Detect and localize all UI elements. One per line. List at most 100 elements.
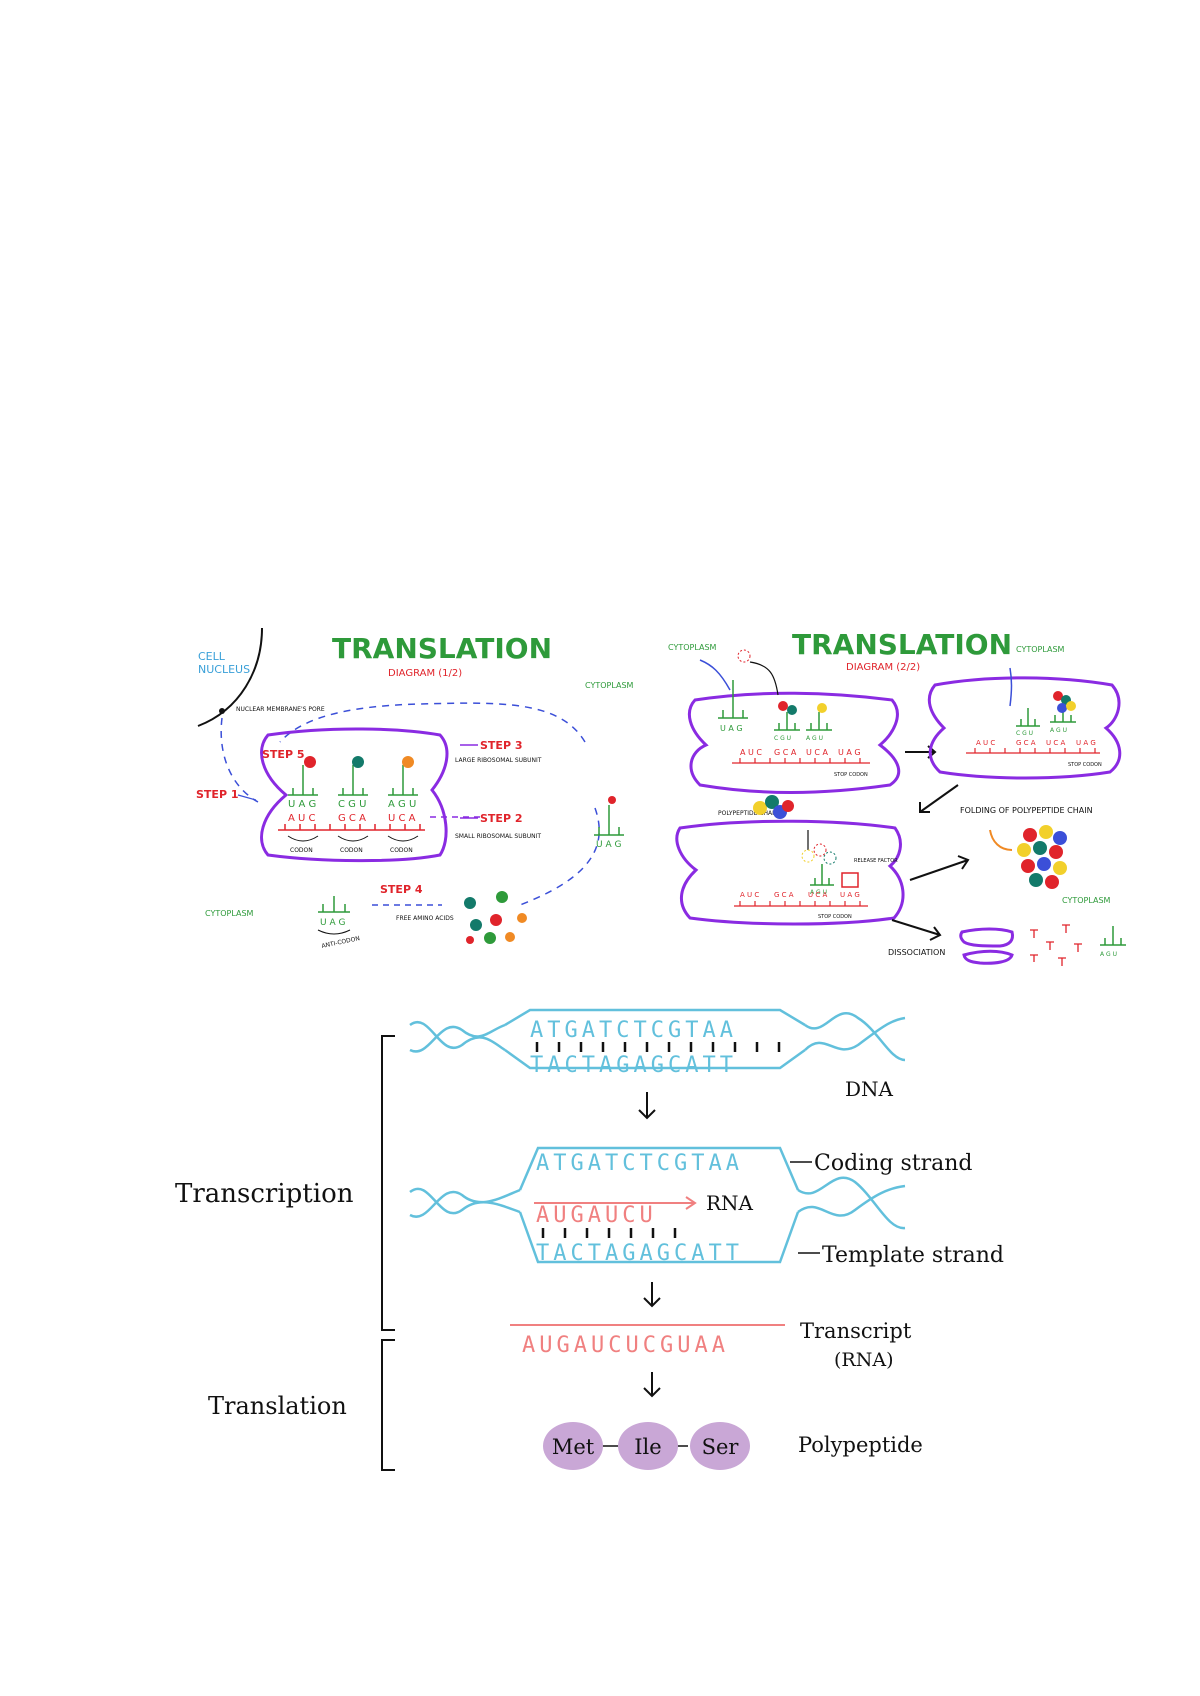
- panel1-trna-1-anticodon: U A G: [720, 724, 743, 733]
- arrow-down-2: [643, 1282, 661, 1308]
- free-trna-left: [318, 896, 350, 913]
- translation-label: Translation: [208, 1392, 347, 1420]
- free-aa-1: [464, 897, 476, 909]
- diagram1-subtitle: DIAGRAM (1/2): [388, 668, 462, 679]
- ribosome-panel-2: [927, 676, 1122, 780]
- panel3-mrna-1: A U C: [740, 891, 759, 899]
- panel1-trna-1: [718, 680, 748, 719]
- translation-diagram-1: CELL NUCLEUS NUCLEAR MEMBRANE'S PORE TRA…: [196, 627, 634, 950]
- small-subunit-label: SMALL RIBOSOMAL SUBUNIT: [455, 833, 541, 840]
- nucleus-membrane: [197, 627, 263, 727]
- chain-aa-2: [765, 795, 779, 809]
- cycle-arrow-top: [279, 702, 586, 743]
- rna-label: RNA: [706, 1191, 754, 1215]
- panel2-trna-2-anticodon: A G U: [1050, 727, 1067, 734]
- panel1-exit-arrow: [699, 659, 731, 691]
- amino-acid-met: [543, 1422, 603, 1470]
- panel2-mrna-4: U A G: [1076, 739, 1096, 747]
- free-aa-5: [517, 913, 527, 923]
- free-aa-4: [490, 914, 502, 926]
- dna-label: DNA: [845, 1077, 894, 1101]
- panel3-mrna-strand: [734, 901, 868, 907]
- panel3-mrna-2: G C A: [774, 891, 794, 899]
- panel2-mrna-strand: [966, 748, 1100, 754]
- ribosome-panel-1: [687, 691, 901, 794]
- step5-label: STEP 5: [262, 748, 305, 761]
- panel1-mrna-3: U C A: [806, 748, 829, 757]
- free-aa-7: [484, 932, 496, 944]
- codon-label-1: CODON: [290, 847, 313, 854]
- step1-label: STEP 1: [196, 788, 239, 801]
- step1-arrow: [237, 794, 257, 801]
- arrow-panel2-to-panel3: [919, 784, 959, 813]
- polypeptide-chain-label: POLYPEPTIDE CHAIN: [718, 810, 778, 817]
- free-aa-2: [496, 891, 508, 903]
- panel3-empty-3: [823, 851, 837, 865]
- panel3-mrna-4: U A G: [840, 891, 860, 899]
- folded-protein: [1017, 825, 1067, 889]
- anti-codon-label: ANTI-CODON: [321, 935, 361, 950]
- rna-template-pairs: [541, 1228, 677, 1238]
- dissociated-large-subunit: [959, 927, 1014, 948]
- folding-orange-arrow: [989, 829, 1013, 851]
- trna-anticodon-2: C G U: [338, 799, 366, 810]
- transcript-seq: AUGAUCUCGUAA: [522, 1333, 729, 1358]
- dna-top-coding-seq: ATGATCTCGTAA: [530, 1018, 737, 1043]
- release-factor-label: RELEASE FACTOR: [854, 858, 898, 864]
- free-trna-left-anticodon: U A G: [320, 918, 345, 928]
- translation-bracket: [381, 1339, 395, 1471]
- mrna-codon-2: G C A: [338, 813, 366, 824]
- cell-nucleus-label-1: CELL: [198, 650, 226, 663]
- panel2-aa-red: [1053, 691, 1063, 701]
- panel3-trna-anticodon: A G U: [810, 889, 827, 896]
- diagram1-title: TRANSLATION: [332, 632, 552, 665]
- transcript-label-2: (RNA): [834, 1349, 893, 1371]
- large-subunit-label: LARGE RIBOSOMAL SUBUNIT: [455, 757, 542, 764]
- panel1-mrna-2: G C A: [774, 748, 797, 757]
- panel2-mrna-2: G C A: [1016, 739, 1036, 747]
- transcription-bubble: [409, 1146, 906, 1264]
- rna-partial-seq: AUGAUCU: [536, 1203, 657, 1228]
- ribosome-body: [260, 727, 449, 863]
- panel1-aa-red: [778, 701, 788, 711]
- panel3-empty-2: [813, 843, 827, 857]
- cytoplasm-2-label-3: CYTOPLASM: [1062, 896, 1111, 905]
- dna-top-base-pairs: [535, 1042, 781, 1052]
- codon-label-3: CODON: [390, 847, 413, 854]
- transcript-label-1: Transcript: [800, 1319, 912, 1343]
- folding-label: FOLDING OF POLYPEPTIDE CHAIN: [960, 806, 1093, 815]
- free-trna-right: [594, 805, 624, 836]
- panel2-mrna-1: A U C: [976, 739, 995, 747]
- free-aa-6: [466, 936, 474, 944]
- panel1-aa-teal: [787, 705, 797, 715]
- translation-diagram-2: TRANSLATION DIAGRAM (2/2) CYTOPLASM CYTO…: [668, 628, 1126, 966]
- transcription-translation-diagram: Transcription Translation ATGATCTCGTAA T…: [175, 1008, 1004, 1471]
- dissociated-small-subunit: [962, 949, 1014, 965]
- trna-anticodon-1: U A G: [288, 799, 316, 810]
- dissociated-trna-anticodon: A G U: [1100, 951, 1117, 958]
- polypeptide-label: Polypeptide: [798, 1433, 923, 1457]
- panel1-mrna-1: A U C: [740, 748, 762, 757]
- mrna-strand: [278, 824, 425, 831]
- coding-strand-seq: ATGATCTCGTAA: [536, 1151, 743, 1176]
- amino-acid-ser-label: Ser: [702, 1435, 740, 1459]
- panel2-aa-yellow: [1066, 701, 1076, 711]
- nuclear-pore-label: NUCLEAR MEMBRANE'S PORE: [236, 706, 325, 713]
- cell-nucleus-label-2: NUCLEUS: [198, 663, 250, 676]
- dissociated-trna: [1100, 926, 1126, 946]
- panel1-trna-2-anticodon: C G U: [774, 735, 791, 742]
- panel1-trna-2: [774, 712, 800, 731]
- amino-acid-ile-label: Ile: [634, 1435, 661, 1459]
- panel3-empty-1: [801, 849, 815, 863]
- cytoplasm-label-bottom: CYTOPLASM: [205, 909, 254, 918]
- codon-braces: [287, 835, 419, 842]
- arrow-to-folding: [909, 855, 970, 881]
- scattered-mrna: [1030, 924, 1082, 966]
- template-strand-label: Template strand: [822, 1243, 1004, 1268]
- dissociation-label: DISSOCIATION: [888, 948, 945, 957]
- release-factor-box: [841, 872, 859, 888]
- free-amino-acids-label: FREE AMINO ACIDS: [396, 915, 454, 922]
- template-strand-seq: TACTAGAGCATT: [536, 1241, 743, 1266]
- transcription-label: Transcription: [175, 1179, 354, 1209]
- free-trna-right-anticodon: U A G: [596, 840, 621, 850]
